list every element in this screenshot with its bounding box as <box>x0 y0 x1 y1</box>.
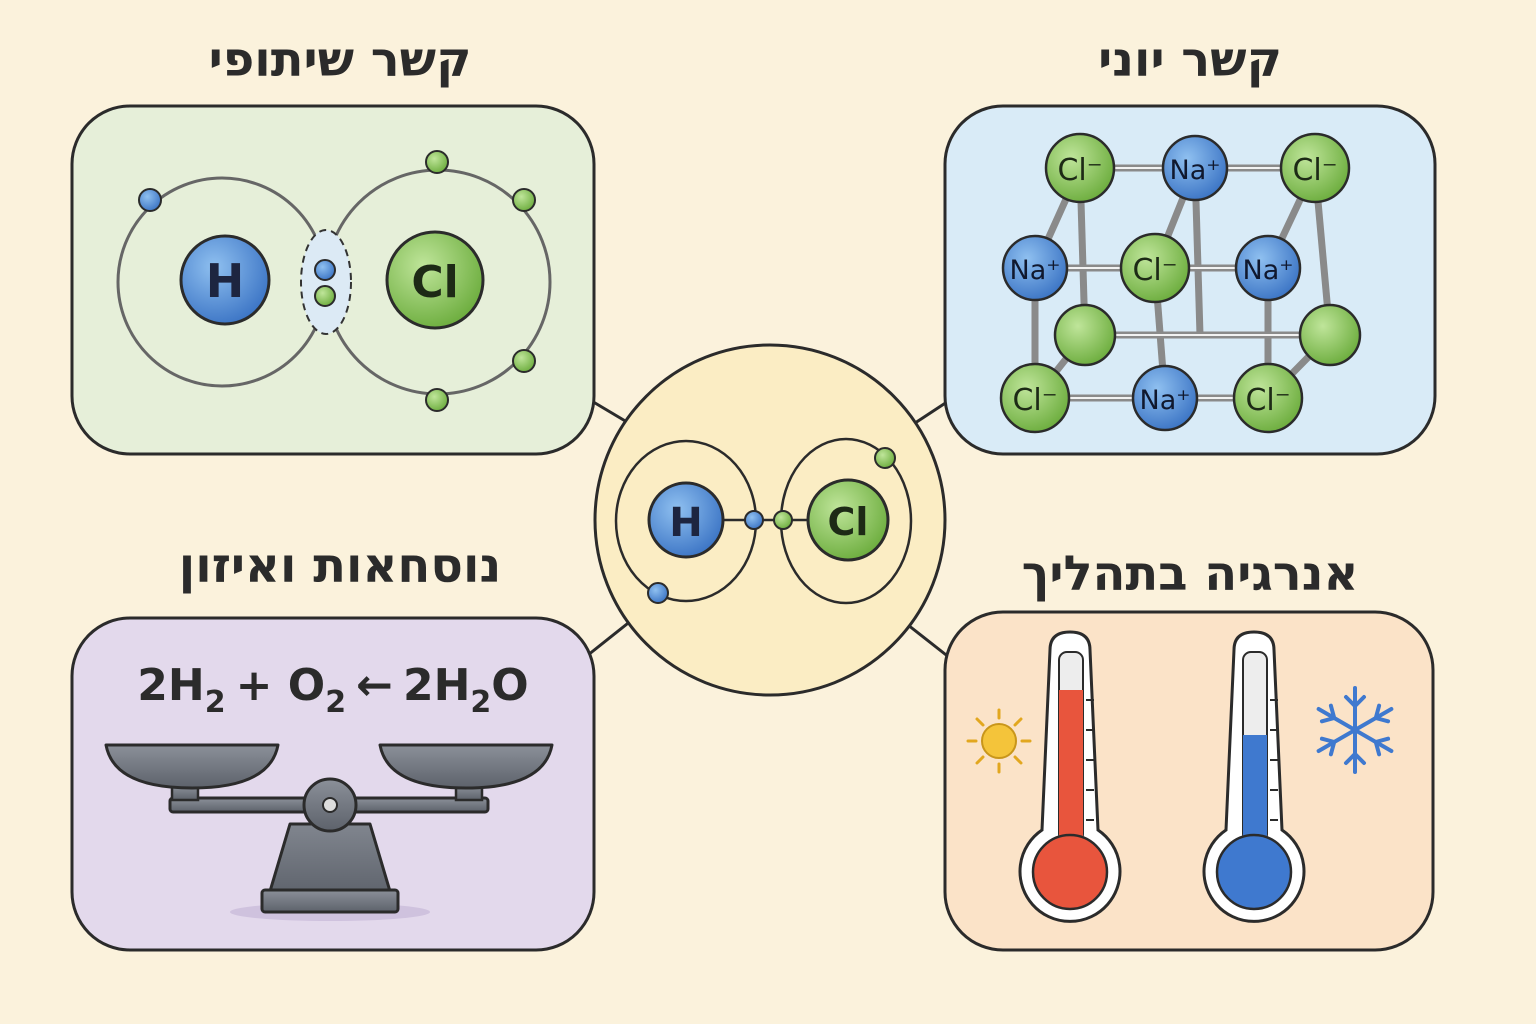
chlorine-label: Cl <box>411 257 458 308</box>
hydrogen-label: H <box>669 500 702 546</box>
hydrogen-label: H <box>206 254 245 308</box>
shared-electron-h <box>744 510 764 530</box>
shared-electron-cl <box>773 510 793 530</box>
electron <box>138 188 162 212</box>
equation-text: 2H2+ O2←2H2O <box>137 660 528 720</box>
chlorine-label: Cl <box>828 500 869 544</box>
title-ionic-bond: קשר יוני <box>1098 32 1282 88</box>
ionic-panel: Cl⁻ Na⁺ Cl⁻ Na⁺ Cl⁻ Na⁺ Cl⁻ Na⁺ Cl⁻ <box>943 104 1437 456</box>
chloride-ion <box>1298 303 1362 367</box>
sodium-ion <box>1131 364 1199 432</box>
ion-label: Na⁺ <box>1243 255 1294 286</box>
electron <box>647 582 669 604</box>
sodium-ion <box>1234 234 1302 302</box>
energy-panel <box>943 610 1435 952</box>
ion-label: Cl⁻ <box>1132 253 1177 288</box>
ion-label: Cl⁻ <box>1245 383 1290 418</box>
chlorine-atom <box>385 230 485 330</box>
electron <box>512 188 536 212</box>
title-energy-process: אנרגיה בתהליך <box>1021 546 1359 602</box>
sun-icon <box>966 708 1032 774</box>
sodium-ion <box>1001 234 1069 302</box>
chloride-ion <box>1119 232 1191 304</box>
electron <box>425 150 449 174</box>
ion-label: Na⁺ <box>1010 255 1061 286</box>
snowflake-icon <box>1316 686 1394 774</box>
ion-label: Na⁺ <box>1140 385 1191 416</box>
balance-scale-icon <box>104 743 554 921</box>
chloride-ion <box>1279 132 1351 204</box>
thermometer-cold-icon <box>1202 630 1306 923</box>
sodium-ion <box>1161 134 1229 202</box>
shared-electron-h <box>314 259 336 281</box>
center-molecule: H Cl <box>593 343 947 697</box>
title-covalent-bond: קשר שיתופי <box>208 32 472 88</box>
title-formulas-balancing: נוסחאות ואיזון <box>178 538 502 594</box>
covalent-panel: H Cl <box>70 104 596 456</box>
ion-label: Cl⁻ <box>1057 153 1102 188</box>
electron <box>425 388 449 412</box>
chloride-ion <box>999 362 1071 434</box>
electron <box>874 447 896 469</box>
chloride-ion <box>1053 303 1117 367</box>
formulas-panel: 2H2+ O2←2H2O <box>70 616 596 952</box>
shared-electron-cl <box>314 285 336 307</box>
hydrogen-atom <box>179 234 271 326</box>
ion-label: Cl⁻ <box>1012 383 1057 418</box>
electron <box>512 349 536 373</box>
chlorine-atom <box>806 478 890 562</box>
thermometer-hot-icon <box>1018 630 1122 923</box>
chloride-ion <box>1044 132 1116 204</box>
ion-label: Na⁺ <box>1170 155 1221 186</box>
hydrogen-atom <box>647 481 725 559</box>
ion-label: Cl⁻ <box>1292 153 1337 188</box>
chloride-ion <box>1232 362 1304 434</box>
